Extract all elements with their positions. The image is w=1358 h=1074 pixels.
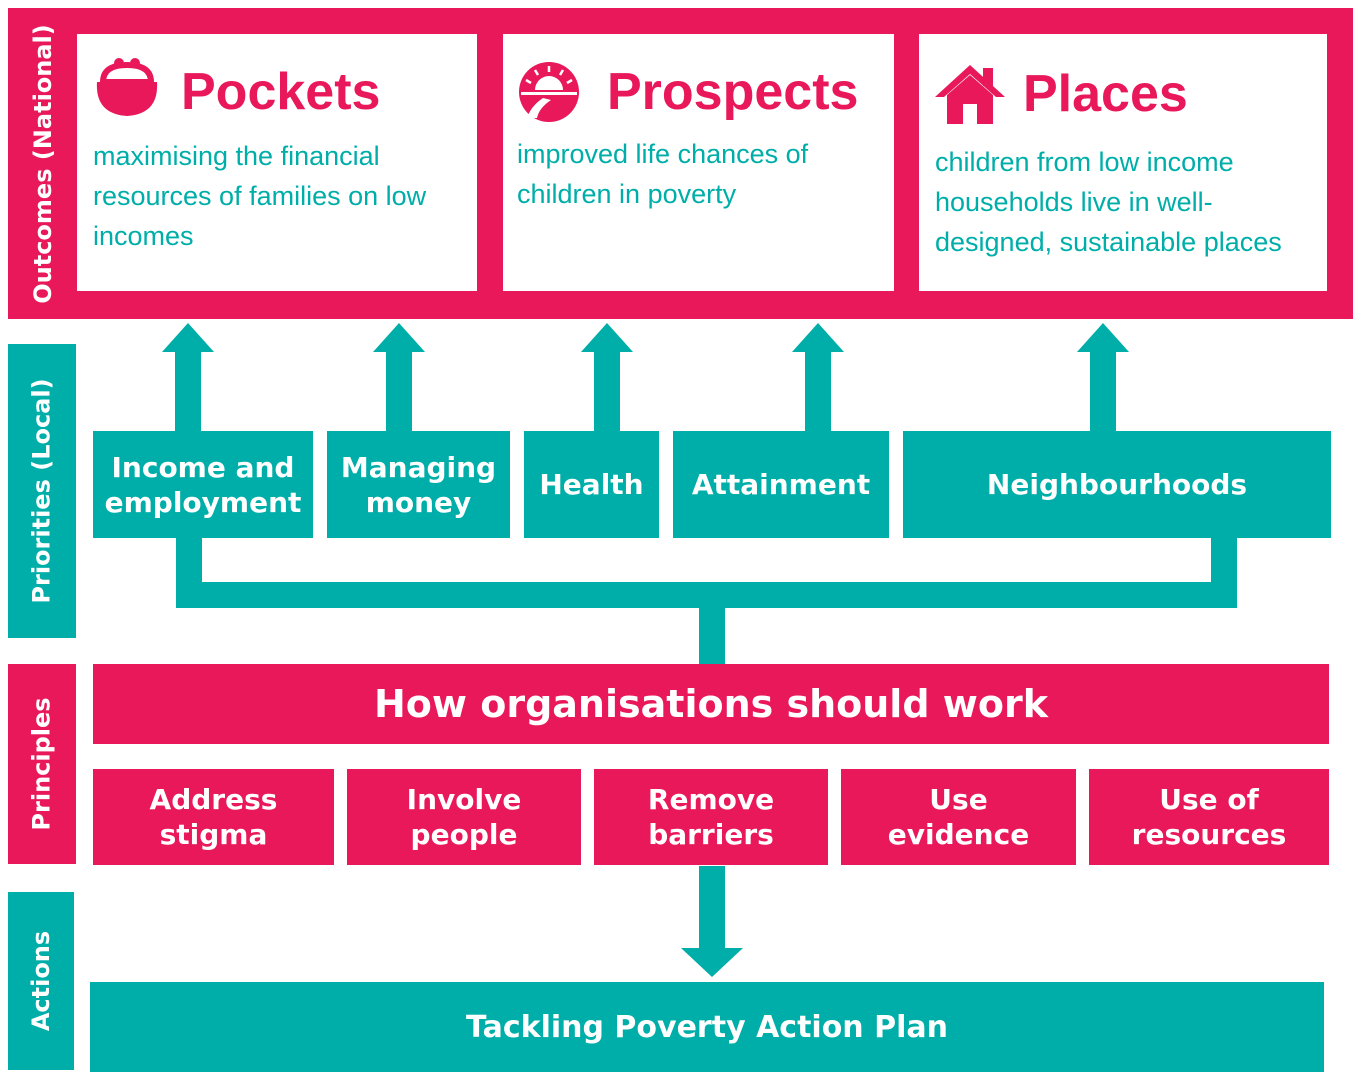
side-label-actions: Actions	[8, 892, 74, 1070]
side-label-principles-text: Principles	[28, 697, 57, 831]
priority-bracket-connector	[176, 538, 1237, 664]
principle-label: Involve people	[406, 783, 522, 851]
arrow-down-to-actions	[681, 866, 743, 977]
principle-label: Use evidence	[887, 783, 1030, 851]
priority-label: Neighbourhoods	[986, 468, 1248, 501]
priority-label: Income and employment	[104, 450, 302, 519]
principle-address-stigma: Address stigma	[93, 769, 334, 865]
principle-label: Use of resources	[1131, 783, 1287, 851]
arrow-up-money	[373, 323, 425, 432]
outcome-title-pockets: Pockets	[181, 63, 381, 121]
priority-managing-money: Managing money	[327, 431, 510, 538]
principles-heading-text: How organisations should work	[374, 682, 1048, 726]
outcome-text-prospects: improved life chances of children in pov…	[517, 139, 809, 209]
priority-neighbourhoods: Neighbourhoods	[903, 431, 1331, 538]
outcome-text-places: children from low income households live…	[935, 147, 1282, 257]
priority-label: Managing money	[340, 450, 497, 519]
priority-attainment: Attainment	[673, 431, 889, 538]
principles-heading: How organisations should work	[93, 664, 1329, 744]
side-label-priorities: Priorities (Local)	[8, 344, 76, 638]
priority-health: Health	[524, 431, 659, 538]
arrow-up-health	[581, 323, 633, 432]
principle-use-of-resources: Use of resources	[1089, 769, 1329, 865]
outcome-card-pockets: Pockets maximising the financial resourc…	[77, 34, 477, 291]
priority-label: Attainment	[691, 468, 871, 501]
outcome-title-prospects: Prospects	[607, 63, 859, 121]
principle-use-evidence: Use evidence	[841, 769, 1076, 865]
principle-involve-people: Involve people	[347, 769, 581, 865]
house-icon	[935, 65, 1005, 124]
priority-label: Health	[539, 468, 644, 501]
outcome-card-places: Places children from low income househol…	[919, 34, 1327, 291]
sunrise-road-icon	[519, 62, 579, 122]
outcome-text-pockets: maximising the financial resources of fa…	[93, 141, 427, 251]
purse-icon	[96, 58, 158, 116]
principle-label: Remove barriers	[647, 783, 775, 851]
outcome-card-prospects: Prospects improved life chances of child…	[503, 34, 894, 291]
side-label-principles: Principles	[8, 664, 76, 864]
arrow-up-attainment	[792, 323, 844, 432]
priority-arrows	[162, 323, 1129, 432]
principle-label: Address stigma	[149, 783, 278, 851]
side-label-actions-text: Actions	[27, 930, 56, 1032]
action-plan-text: Tackling Poverty Action Plan	[466, 1009, 948, 1045]
principle-remove-barriers: Remove barriers	[594, 769, 828, 865]
outcome-title-places: Places	[1023, 65, 1188, 123]
action-plan: Tackling Poverty Action Plan	[90, 982, 1324, 1072]
priority-income-and-employment: Income and employment	[93, 431, 313, 538]
arrow-up-neighbourhoods	[1077, 323, 1129, 432]
arrow-up-income	[162, 323, 214, 432]
